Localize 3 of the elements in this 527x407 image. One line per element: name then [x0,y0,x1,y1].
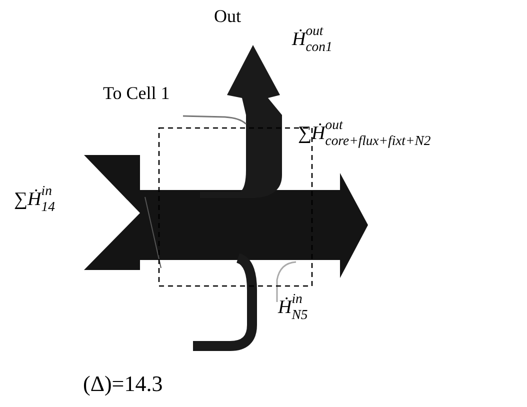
outlet-label: To Cell 1 [103,84,170,104]
delta-value-label: (Δ)=14.3 [83,372,163,396]
outlet-label: Out [214,7,241,27]
